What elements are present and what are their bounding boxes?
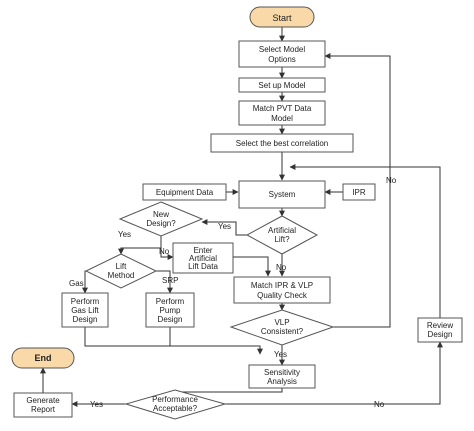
enter-lift-line1: Enter [193, 246, 212, 255]
edge-label-newdesign-no: No [159, 247, 170, 256]
performance-line2: Acceptable? [153, 404, 198, 413]
review-design-line1: Review [427, 321, 453, 330]
select-model-line2: Options [268, 55, 296, 64]
setup-model-label: Set up Model [258, 81, 305, 90]
pump-design-line3: Design [158, 315, 183, 324]
best-correlation-box: Select the best correlation [210, 133, 354, 153]
pump-design-line2: Pump [160, 306, 181, 315]
edge-label-vlp-no: No [386, 176, 397, 185]
ipr-box: IPR [342, 183, 376, 201]
enter-lift-line3: Lift Data [188, 262, 218, 271]
edge-label-newdesign-yes: Yes [118, 230, 131, 239]
end-label: End [35, 353, 52, 363]
gas-lift-line2: Gas Lift [71, 306, 99, 315]
gas-lift-line1: Perform [71, 297, 100, 306]
ipr-label: IPR [352, 188, 366, 197]
artificial-lift-line1: Artificial [268, 226, 296, 235]
edge-label-performance-yes: Yes [90, 400, 103, 409]
equipment-data-label: Equipment Data [156, 188, 214, 197]
match-ipr-line1: Match IPR & VLP [251, 281, 313, 290]
artificial-lift-line2: Lift? [274, 235, 290, 244]
new-design-decision: New Design? [118, 201, 204, 237]
vlp-consistent-decision: VLP Consistent? [229, 309, 335, 346]
sensitivity-line2: Analysis [267, 377, 297, 386]
lift-method-line2: Method [108, 271, 135, 280]
setup-model-box: Set up Model [238, 77, 326, 93]
sensitivity-line1: Sensitivity [264, 368, 300, 377]
lift-method-decision: Lift Method [84, 253, 158, 289]
generate-report-box: Generate Report [13, 392, 73, 418]
edge-label-lift-no: No [276, 263, 287, 272]
edge-label-vlp-yes: Yes [274, 350, 287, 359]
edge-label-gas: Gas [69, 279, 84, 288]
select-model-box: Select Model Options [238, 40, 326, 68]
pump-design-box: Perform Pump Design [145, 292, 195, 328]
gas-lift-line3: Design [73, 315, 98, 324]
generate-report-line1: Generate [26, 396, 60, 405]
match-pvt-box: Match PVT Data Model [238, 100, 326, 126]
select-model-line1: Select Model [259, 45, 305, 54]
vlp-consistent-line1: VLP [274, 318, 289, 327]
match-ipr-box: Match IPR & VLP Quality Check [233, 276, 331, 304]
new-design-line2: Design? [146, 219, 176, 228]
match-pvt-line1: Match PVT Data [253, 104, 312, 113]
review-design-line2: Design [428, 330, 453, 339]
artificial-lift-decision: Artificial Lift? [245, 215, 319, 255]
equipment-data-box: Equipment Data [142, 183, 227, 201]
edge-label-lift-yes: Yes [218, 222, 231, 231]
edge-label-performance-no: No [374, 400, 385, 409]
performance-decision: Performance Acceptable? [124, 389, 227, 420]
edge-labels: Yes Yes No No Gas SRP No Yes Yes No [69, 176, 397, 409]
system-label: System [269, 190, 296, 199]
enter-lift-data-box: Enter Artificial Lift Data [172, 242, 234, 274]
new-design-line1: New [153, 210, 169, 219]
match-ipr-line2: Quality Check [257, 291, 308, 300]
gas-lift-box: Perform Gas Lift Design [61, 292, 109, 328]
performance-line1: Performance [152, 395, 198, 404]
end-terminal: End [11, 347, 75, 369]
enter-lift-line2: Artificial [189, 254, 217, 263]
best-correlation-label: Select the best correlation [236, 139, 329, 148]
edge-label-srp: SRP [162, 276, 178, 285]
review-design-box: Review Design [417, 317, 463, 343]
vlp-consistent-line2: Consistent? [261, 327, 304, 336]
lift-method-line1: Lift [116, 262, 127, 271]
pump-design-line1: Perform [156, 297, 185, 306]
system-box: System [238, 180, 326, 209]
generate-report-line2: Report [31, 405, 56, 414]
start-terminal: Start [249, 6, 315, 28]
connectors [40, 27, 443, 407]
start-label: Start [272, 13, 292, 23]
match-pvt-line2: Model [271, 114, 293, 123]
sensitivity-box: Sensitivity Analysis [248, 364, 316, 389]
